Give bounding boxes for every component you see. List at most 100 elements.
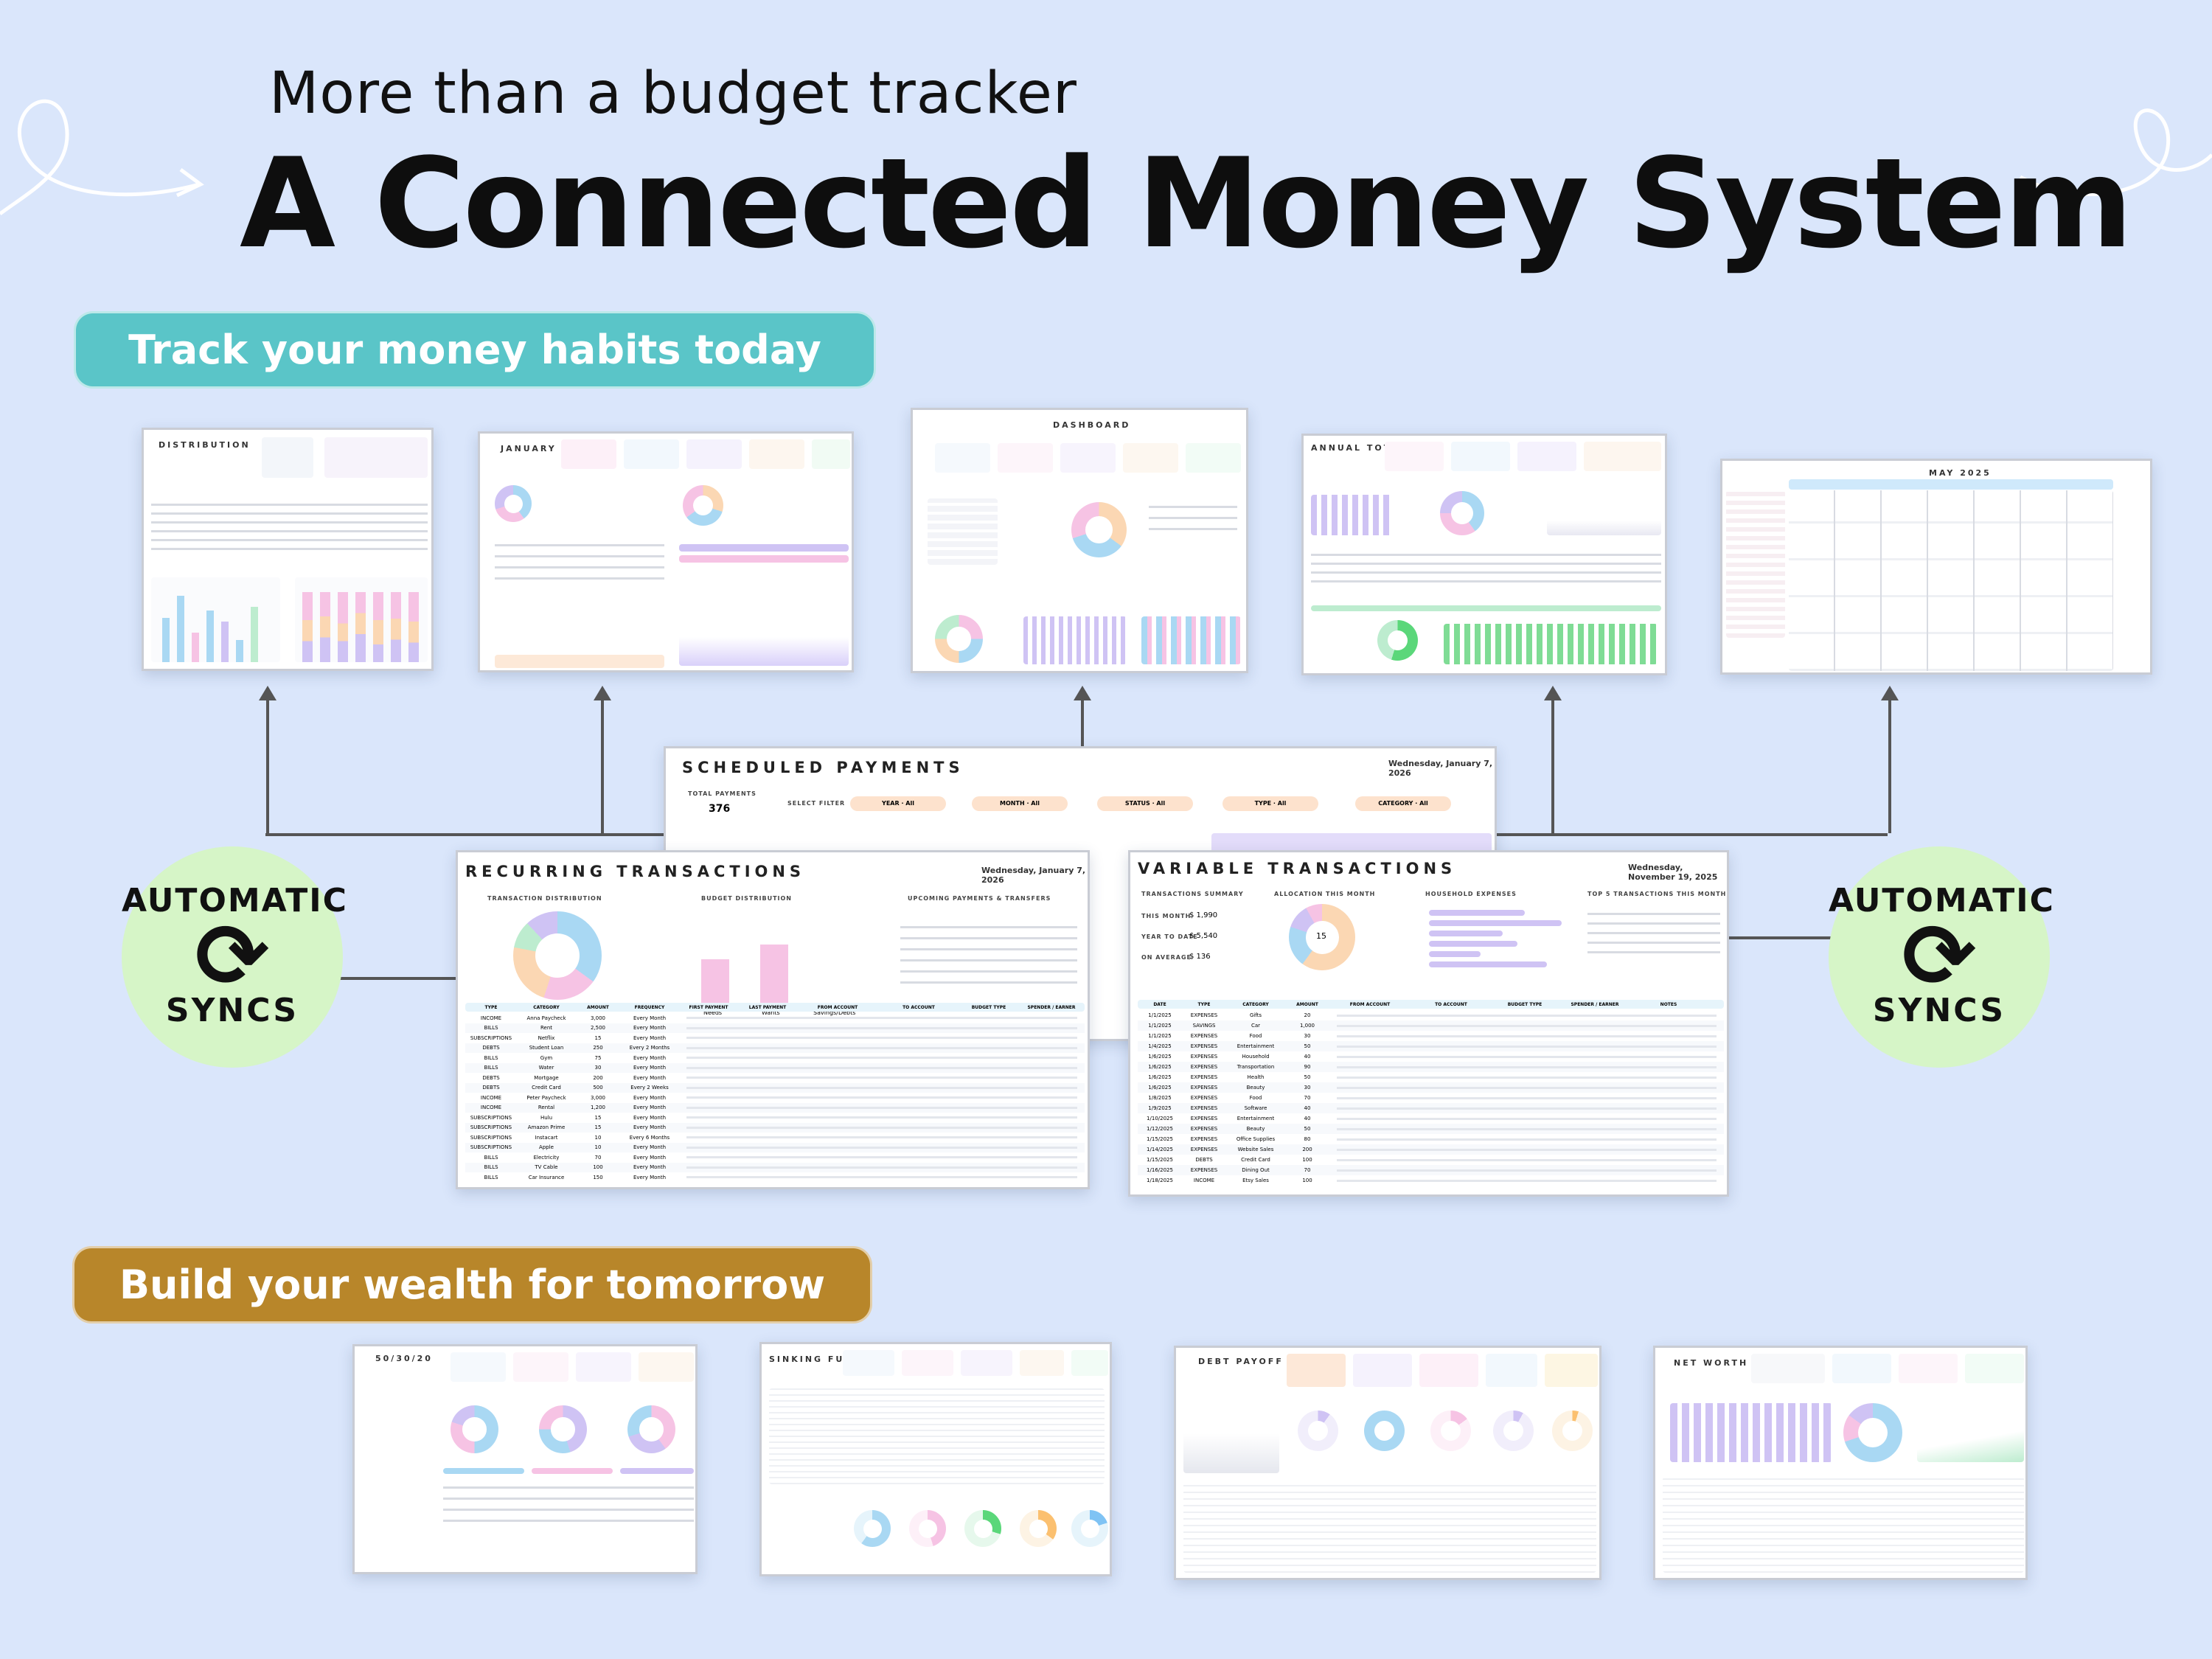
table-cell: Household xyxy=(1242,1054,1270,1060)
household-bar xyxy=(1429,941,1517,947)
connector-to-annual xyxy=(1551,697,1554,833)
kpi-tile xyxy=(1287,1354,1346,1387)
upcoming-row xyxy=(900,970,1077,973)
table-cell: Beauty xyxy=(1246,1085,1265,1091)
kpi-tile xyxy=(1385,442,1444,471)
donut-chart xyxy=(1493,1411,1534,1451)
table-cell: Office Supplies xyxy=(1236,1136,1276,1142)
net-worth-card[interactable]: NET WORTH xyxy=(1653,1346,2028,1580)
table-cell: Every 6 Months xyxy=(629,1134,670,1141)
donut-chart xyxy=(909,1510,946,1547)
row-detail-filler xyxy=(686,1096,1077,1099)
row-detail-filler xyxy=(686,1176,1077,1179)
table-cell: INCOME xyxy=(1193,1178,1215,1183)
table-row xyxy=(443,1520,694,1522)
category-filter[interactable]: CATEGORY · All xyxy=(1355,796,1451,811)
table-cell: Gym xyxy=(540,1054,553,1061)
row-detail-filler xyxy=(686,1066,1077,1069)
type-filter[interactable]: TYPE · All xyxy=(1222,796,1318,811)
bar-chart-area xyxy=(1023,616,1127,664)
recurring-transactions-panel[interactable]: RECURRING TRANSACTIONS Wednesday, Januar… xyxy=(456,850,1090,1189)
calendar-card[interactable]: MAY 2025 xyxy=(1720,459,2152,675)
bar-chart-area xyxy=(1311,495,1392,535)
row-detail-filler xyxy=(686,1106,1077,1109)
table-row xyxy=(1311,554,1661,556)
50-30-20-card[interactable]: 50/30/20 xyxy=(352,1344,698,1574)
table-cell: DEBTS xyxy=(482,1085,500,1091)
sync-arrows-icon: ⟳ xyxy=(195,905,270,1008)
row-detail-filler xyxy=(686,1037,1077,1040)
table-cell: 80 xyxy=(1304,1136,1311,1142)
month-filter[interactable]: MONTH · All xyxy=(972,796,1068,811)
sinking-funds-card[interactable]: SINKING FUNDS xyxy=(759,1342,1112,1576)
sync-badge-top-text: AUTOMATIC xyxy=(1829,882,2055,919)
table-cell: 1/16/2025 xyxy=(1147,1167,1173,1173)
table-cell: EXPENSES xyxy=(1190,1126,1218,1132)
status-filter[interactable]: STATUS · All xyxy=(1097,796,1193,811)
table-cell: Every Month xyxy=(633,1025,667,1032)
table-row xyxy=(443,1498,694,1500)
table-cell: 1/15/2025 xyxy=(1147,1157,1173,1163)
distribution-card[interactable]: DISTRIBUTION xyxy=(142,428,434,671)
col-header: TO ACCOUNT xyxy=(902,1004,935,1010)
automatic-syncs-badge-left: AUTOMATIC ⟳ SYNCS xyxy=(122,846,348,1068)
donut-chart xyxy=(1020,1510,1057,1547)
table-row xyxy=(151,504,428,506)
annual-totals-card[interactable]: ANNUAL TOTALS xyxy=(1301,434,1667,675)
sync-badge-top-text: AUTOMATIC xyxy=(122,882,348,919)
bar-strip xyxy=(679,555,849,563)
table-cell: 100 xyxy=(1302,1178,1312,1183)
table-cell: Every Month xyxy=(633,1094,667,1101)
table-header: TYPE CATEGORY AMOUNT FREQUENCY FIRST PAY… xyxy=(465,1003,1085,1012)
card-title: 50/30/20 xyxy=(375,1354,433,1363)
table-cell: INCOME xyxy=(480,1105,502,1111)
dashboard-card[interactable]: DASHBOARD xyxy=(911,408,1248,673)
row-detail-filler xyxy=(686,1026,1077,1029)
bar-label: Needs xyxy=(703,1009,723,1016)
debt-payoff-card[interactable]: DEBT PAYOFF xyxy=(1174,1346,1601,1580)
variable-transactions-panel[interactable]: VARIABLE TRANSACTIONS Wednesday, Novembe… xyxy=(1128,850,1729,1197)
filter-value: All xyxy=(1419,800,1428,807)
row-detail-filler xyxy=(1337,1179,1717,1182)
january-card[interactable]: JANUARY xyxy=(478,431,854,672)
table-cell: 15 xyxy=(594,1124,602,1131)
filter-value: All xyxy=(1156,800,1166,807)
year-filter[interactable]: YEAR · All xyxy=(850,796,946,811)
table-row xyxy=(1311,571,1661,574)
